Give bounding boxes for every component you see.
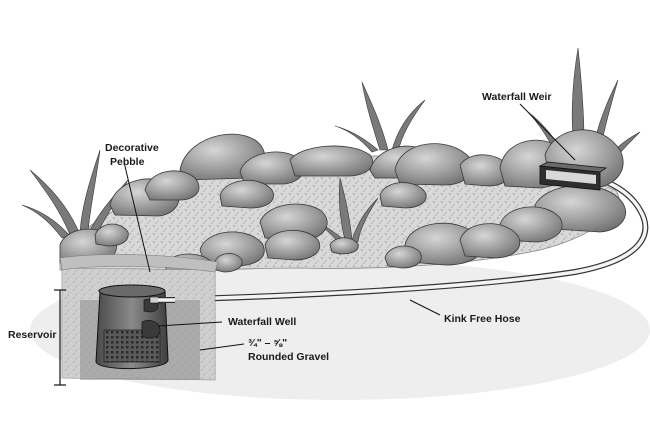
- leader-waterfall-well: [157, 321, 223, 327]
- waterfall-weir: [538, 161, 608, 191]
- label-decorative-pebble-1: Decorative: [105, 142, 159, 154]
- grass-clump-center: [304, 177, 379, 243]
- label-gravel-size: ¾" – ⅝": [248, 337, 287, 349]
- label-waterfall-well: Waterfall Well: [228, 316, 296, 328]
- label-kink-free-hose: Kink Free Hose: [444, 313, 521, 325]
- leader-lines: [123, 103, 576, 351]
- reservoir-dimension: [54, 289, 66, 386]
- waterfall-well: [95, 284, 169, 369]
- labels: Decorative Pebble Waterfall Weir Reservo…: [8, 91, 551, 363]
- label-decorative-pebble-2: Pebble: [110, 156, 145, 168]
- leader-rounded-gravel: [199, 343, 245, 351]
- rocks: [59, 129, 626, 277]
- leader-kink-free-hose: [409, 299, 441, 316]
- label-reservoir: Reservoir: [8, 329, 56, 341]
- label-waterfall-weir: Waterfall Weir: [482, 91, 551, 103]
- label-rounded-gravel: Rounded Gravel: [248, 351, 329, 363]
- leader-waterfall-weir: [519, 103, 576, 161]
- leader-decorative-pebble: [123, 161, 151, 273]
- grass-clump-back: [334, 81, 426, 153]
